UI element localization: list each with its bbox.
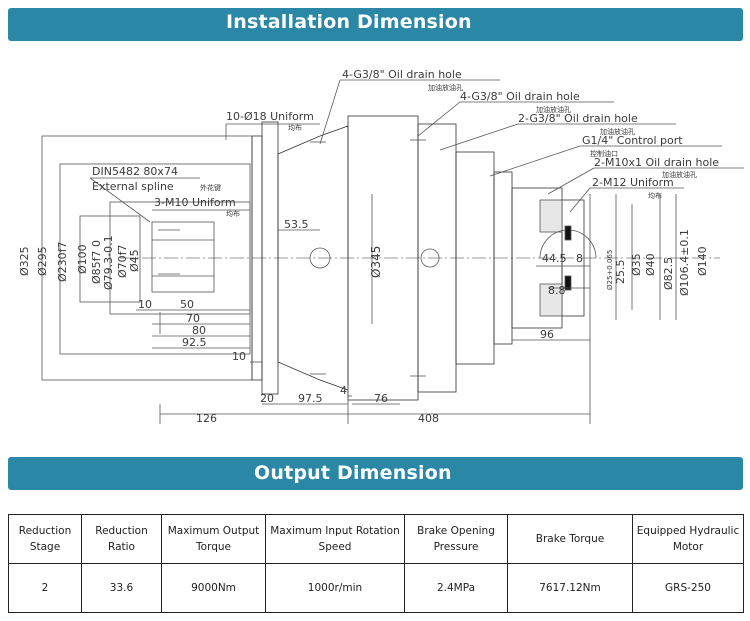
callout-uniform-m10: 3-M10 Uniform: [154, 196, 236, 209]
installation-drawing: 4-G3/8" Oil drain hole 加油放油孔 4-G3/8" Oil…: [18, 68, 744, 425]
dim-10b: 10: [232, 350, 246, 363]
callout-uniform-m12: 2-M12 Uniform: [592, 176, 674, 189]
callout-oil-drain-1-cn: 加油放油孔: [428, 83, 463, 92]
value-max-input-speed: 1000r/min: [265, 563, 405, 613]
header-max-output-torque: Maximum Output Torque: [161, 514, 266, 564]
dim-80: 80: [192, 324, 206, 337]
callout-oil-drain-2-cn: 加油放油孔: [536, 105, 571, 114]
dim-d70f7: Ø70f7: [116, 244, 129, 278]
dim-50: 50: [180, 298, 194, 311]
dim-d325: Ø325: [18, 246, 31, 276]
header-brake-torque: Brake Torque: [507, 514, 633, 564]
dim-d106-4: Ø106.4±0.1: [678, 229, 691, 296]
callout-uniform-m12-cn: 均布: [648, 191, 662, 200]
dim-4: 4: [340, 384, 347, 397]
dim-d79-3: Ø79.3-0.1: [102, 235, 115, 290]
output-dimension-banner: Output Dimension: [8, 457, 743, 490]
header-brake-opening-pressure: Brake Opening Pressure: [404, 514, 508, 564]
dim-d295: Ø295: [36, 246, 49, 276]
value-reduction-ratio: 33.6: [81, 563, 162, 613]
dim-d345: Ø345: [369, 246, 383, 278]
dim-408: 408: [418, 412, 439, 425]
value-hydraulic-motor: GRS-250: [632, 563, 744, 613]
dim-70: 70: [186, 312, 200, 325]
dim-d85f7: Ø85f7 0: [90, 240, 103, 284]
dim-20: 20: [260, 392, 274, 405]
value-reduction-stage: 2: [8, 563, 82, 613]
table-header-row: Reduction Stage Reduction Ratio Maximum …: [8, 514, 744, 564]
dim-44-5: 44.5: [542, 252, 567, 265]
dim-53-5: 53.5: [284, 218, 309, 231]
installation-dimension-title: Installation Dimension: [226, 11, 472, 33]
installation-dimension-banner: Installation Dimension: [8, 8, 743, 41]
dim-d35: Ø35: [630, 253, 643, 276]
dim-8-8: 8.8: [548, 284, 566, 297]
callout-oil-drain-1: 4-G3/8" Oil drain hole: [342, 68, 462, 81]
dim-97-5: 97.5: [298, 392, 323, 405]
output-dimension-title: Output Dimension: [254, 462, 452, 484]
callout-oil-drain-3-cn: 加油放油孔: [600, 127, 635, 136]
dim-92-5: 92.5: [182, 336, 207, 349]
dim-76: 76: [374, 392, 388, 405]
header-max-input-speed: Maximum Input Rotation Speed: [265, 514, 405, 564]
callout-oil-drain-2: 4-G3/8" Oil drain hole: [460, 90, 580, 103]
callout-uniform-m10-cn: 均布: [226, 209, 240, 218]
dim-10a: 10: [138, 298, 152, 311]
callout-uniform-d18: 10-Ø18 Uniform: [226, 110, 314, 123]
dim-d140: Ø140: [696, 246, 709, 276]
header-reduction-ratio: Reduction Ratio: [81, 514, 162, 564]
dim-d40: Ø40: [644, 253, 657, 276]
output-spec-table: Reduction Stage Reduction Ratio Maximum …: [8, 514, 744, 613]
callout-spline: DIN5482 80x74: [92, 165, 178, 178]
value-brake-opening-pressure: 2.4MPa: [404, 563, 508, 613]
value-max-output-torque: 9000Nm: [161, 563, 266, 613]
dim-d230f7: Ø230f7: [56, 241, 69, 282]
dim-d25: Ø25+0.065: [606, 250, 614, 290]
dim-8: 8: [576, 252, 583, 265]
dim-96: 96: [540, 328, 554, 341]
dim-d82-5: Ø82.5: [662, 257, 675, 290]
callout-oil-drain-4: 2-M10x1 Oil drain hole: [594, 156, 719, 169]
header-hydraulic-motor: Equipped Hydraulic Motor: [632, 514, 744, 564]
callout-control-port-cn: 控制油口: [590, 149, 618, 158]
header-reduction-stage: Reduction Stage: [8, 514, 82, 564]
callout-control-port: G1/4" Control port: [582, 134, 683, 147]
dim-25-5: 25.5: [614, 260, 627, 285]
callout-spline-desc: External spline: [92, 180, 174, 193]
callout-uniform-d18-cn: 均布: [288, 123, 302, 132]
callout-oil-drain-3: 2-G3/8" Oil drain hole: [518, 112, 638, 125]
dim-d100: Ø100: [76, 244, 89, 274]
table-row: 2 33.6 9000Nm 1000r/min 2.4MPa 7617.12Nm…: [8, 563, 744, 613]
callout-oil-drain-4-cn: 加油放油孔: [662, 170, 697, 179]
callout-spline-desc-cn: 外花键: [200, 183, 221, 192]
dim-126: 126: [196, 412, 217, 425]
value-brake-torque: 7617.12Nm: [507, 563, 633, 613]
dim-d45: Ø45: [128, 249, 141, 272]
